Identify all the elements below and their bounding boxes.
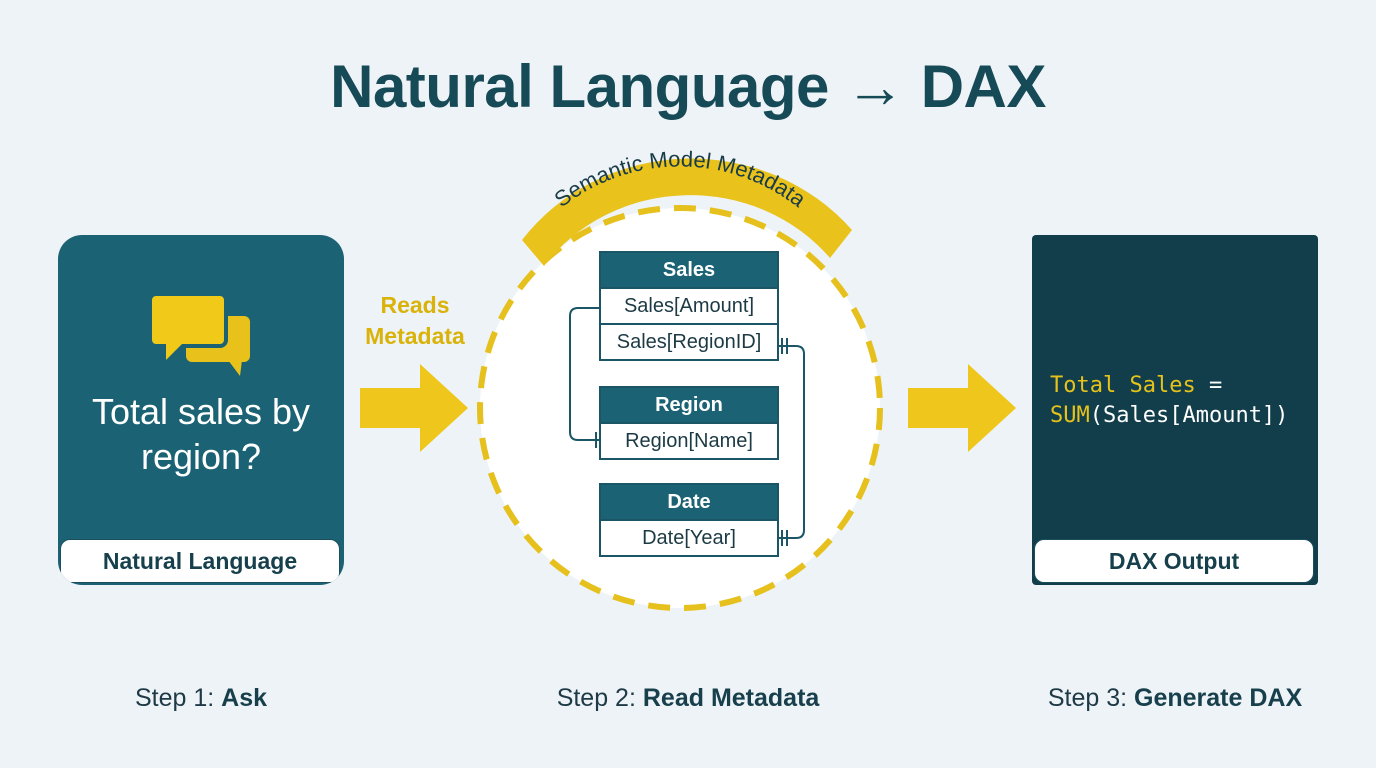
dax-code: Total Sales = SUM(Sales[Amount]) bbox=[1050, 371, 1288, 431]
sales-table: Sales Sales[Amount] Sales[RegionID] bbox=[599, 251, 779, 361]
step-3: Step 3: Generate DAX bbox=[1010, 684, 1340, 713]
arrow-right-icon bbox=[908, 364, 1016, 452]
table-column: Sales[RegionID] bbox=[601, 323, 777, 359]
natural-language-label: Natural Language bbox=[60, 539, 340, 583]
page-title: Natural Language → DAX bbox=[330, 53, 1046, 120]
reads-label-line2: Metadata bbox=[365, 323, 465, 349]
reads-label-line1: Reads bbox=[380, 292, 450, 318]
natural-language-card: Total sales by region? Natural Language bbox=[58, 235, 344, 585]
table-header: Region bbox=[601, 388, 777, 422]
dax-output-card: Total Sales = SUM(Sales[Amount]) DAX Out… bbox=[1032, 235, 1318, 585]
table-header: Date bbox=[601, 485, 777, 519]
dax-argument: (Sales[Amount]) bbox=[1089, 403, 1289, 428]
step-prefix: Step 3: bbox=[1047, 684, 1135, 712]
arrow-right-icon bbox=[360, 364, 468, 452]
step-name: Generate DAX bbox=[1134, 684, 1303, 712]
table-column: Sales[Amount] bbox=[601, 287, 777, 323]
reads-metadata-label: Reads Metadata bbox=[350, 290, 480, 352]
table-column: Region[Name] bbox=[601, 422, 777, 458]
region-table: Region Region[Name] bbox=[599, 386, 779, 460]
relationship-lines bbox=[569, 307, 805, 546]
step-prefix: Step 2: bbox=[556, 684, 643, 712]
step-name: Read Metadata bbox=[642, 684, 820, 712]
table-header: Sales bbox=[601, 253, 777, 287]
chat-bubbles-icon bbox=[148, 292, 250, 376]
dax-output-label: DAX Output bbox=[1034, 539, 1314, 583]
step-name: Ask bbox=[221, 684, 268, 712]
question-text: Total sales by region? bbox=[91, 391, 311, 477]
dax-function: SUM bbox=[1050, 403, 1090, 428]
table-column: Date[Year] bbox=[601, 519, 777, 555]
dax-equals: = bbox=[1195, 373, 1223, 398]
step-prefix: Step 1: bbox=[134, 684, 222, 712]
step-2: Step 2: Read Metadata bbox=[488, 684, 888, 713]
step-1: Step 1: Ask bbox=[58, 684, 344, 713]
date-table: Date Date[Year] bbox=[599, 483, 779, 557]
dax-measure-name: Total Sales bbox=[1050, 373, 1196, 398]
